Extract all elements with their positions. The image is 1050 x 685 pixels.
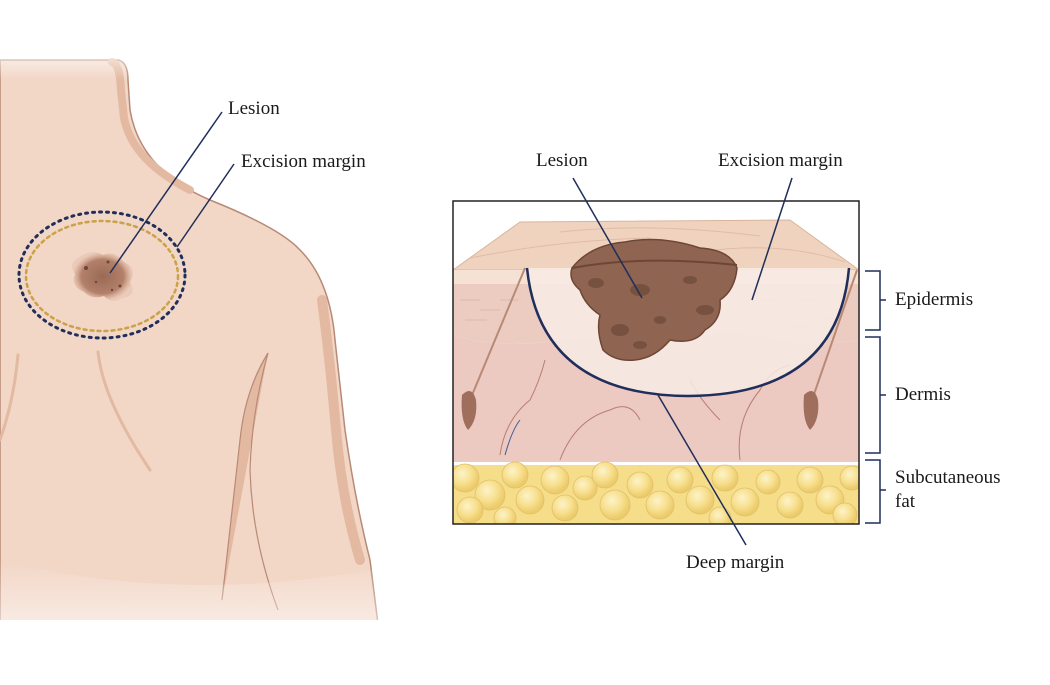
excision-margin-inner-dotted	[24, 219, 180, 333]
leader-line-deep-margin	[657, 394, 747, 546]
body-illustration	[0, 40, 420, 685]
label-lesion-left: Lesion	[228, 98, 280, 119]
label-excision-margin-left: Excision margin	[241, 151, 366, 172]
label-excision-margin-right: Excision margin	[718, 150, 843, 171]
label-deep-margin: Deep margin	[686, 552, 785, 573]
fat-globules	[453, 461, 859, 524]
label-subcutaneous-line2: fat	[895, 491, 916, 512]
excision-margin-outer-dotted	[17, 210, 187, 340]
cross-section-frame	[452, 200, 860, 525]
hair-follicle-left	[461, 267, 526, 430]
leader-line-lesion-left	[109, 111, 223, 274]
label-subcutaneous-line1: Subcutaneous	[895, 467, 1001, 488]
bracket-dermis	[865, 336, 886, 454]
bracket-subcutaneous	[865, 459, 886, 524]
leader-line-margin-right	[751, 177, 793, 301]
bracket-epidermis	[865, 270, 886, 331]
label-lesion-right: Lesion	[536, 150, 588, 171]
label-dermis: Dermis	[895, 384, 951, 405]
leader-line-lesion-right	[572, 177, 643, 299]
lesion-on-body	[72, 252, 133, 302]
label-epidermis: Epidermis	[895, 289, 974, 310]
leader-line-margin-left	[176, 163, 235, 248]
label-subcutaneous-fat: Subcutaneous fat	[895, 466, 1001, 514]
skin-cross-section	[453, 201, 859, 524]
hair-follicle-right	[803, 269, 858, 430]
layer-brackets	[865, 270, 886, 524]
deep-margin-curve	[525, 267, 851, 398]
